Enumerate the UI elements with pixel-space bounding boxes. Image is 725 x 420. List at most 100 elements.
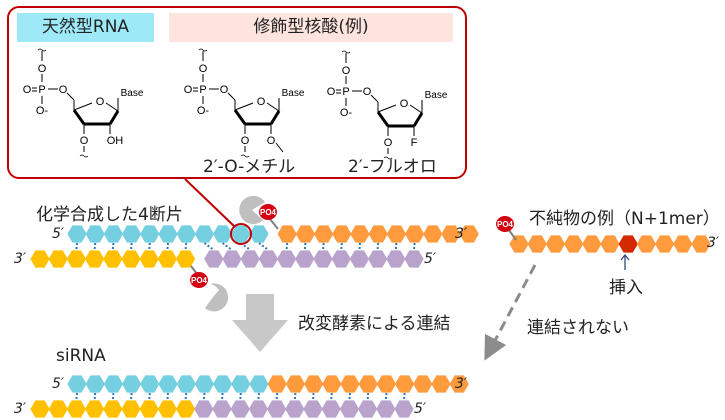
base-label: Base — [121, 88, 144, 99]
fragment-top-nucleotide — [103, 225, 123, 243]
fragment-bottom-nucleotide — [313, 250, 333, 268]
fragment-bottom-nucleotide — [404, 250, 424, 268]
phosphorus-atom: P — [342, 86, 349, 98]
sirna-bottom-nucleotide — [121, 400, 141, 418]
phosphorus-atom: P — [199, 84, 206, 96]
sirna-bottom-nucleotide — [194, 400, 214, 418]
impurity-nucleotide — [527, 235, 547, 253]
base-label: Base — [282, 88, 305, 99]
base-pair-line — [413, 242, 416, 251]
sirna-title: siRNA — [56, 346, 106, 366]
fragment-top-3prime: 3′ — [455, 226, 468, 242]
base-pair-line — [93, 242, 97, 251]
base-pair-line — [166, 392, 169, 401]
base-pair-line — [285, 242, 289, 251]
oxygen-atom: O — [241, 135, 250, 147]
sirna-bottom-nucleotide — [157, 400, 177, 418]
fragment-bottom-nucleotide — [204, 250, 224, 268]
sirna-top-nucleotide — [158, 375, 178, 393]
sirna-top-nucleotide — [140, 375, 160, 393]
fragment-top-nucleotide — [249, 225, 269, 243]
fragment-top-nucleotide — [441, 225, 461, 243]
oxygen-atom: O — [327, 86, 336, 98]
oxygen-atom: O — [80, 135, 89, 147]
impurity-nucleotide — [673, 235, 693, 253]
sirna-bottom-nucleotide — [339, 400, 359, 418]
ligation-label: 改変酵素による連結 — [298, 314, 451, 334]
fragment-bottom-nucleotide — [386, 250, 406, 268]
sirna-bottom-nucleotide — [66, 400, 86, 418]
oxygen-atom: O — [199, 63, 208, 75]
bond — [275, 142, 284, 153]
sirna-top-strand — [67, 375, 469, 393]
fragment-bottom-3prime: 3′ — [14, 251, 27, 267]
fragment-top-nucleotide — [231, 225, 251, 243]
fragment-top-nucleotide — [85, 225, 105, 243]
bond — [105, 102, 119, 112]
fragment-top-nucleotide — [122, 225, 142, 243]
phosphorus-atom: P — [38, 84, 45, 96]
bond — [377, 104, 397, 113]
phosphate-bottom-label: PO4 — [191, 276, 208, 285]
fragment-bottom-nucleotide — [48, 250, 68, 268]
fragment-top-nucleotide — [194, 225, 214, 243]
fragment-top-strand — [67, 225, 479, 243]
fragment-top-nucleotide — [176, 225, 196, 243]
chain-continuation-icon — [383, 156, 393, 160]
sirna-bottom-nucleotide — [285, 400, 305, 418]
hydroxyl-group: OH — [107, 135, 124, 147]
sirna-top-nucleotide — [213, 375, 233, 393]
base-pair-line — [348, 392, 351, 401]
modified-nucleic-acid-header: 修飾型核酸(例) — [169, 13, 453, 42]
chain-continuation-icon — [79, 154, 89, 158]
sirna-top-nucleotide — [340, 375, 360, 393]
base-pair-line — [257, 392, 260, 401]
not-ligated-label: 連結されない — [527, 318, 629, 338]
sirna-top-nucleotide — [176, 375, 196, 393]
sirna-bottom-nucleotide — [358, 400, 378, 418]
base-pair-line — [184, 392, 188, 401]
fragment-top-nucleotide — [295, 225, 315, 243]
sirna-bottom-nucleotide — [103, 400, 123, 418]
fragment-top-nucleotide — [213, 225, 233, 243]
fragment-bottom-nucleotide — [157, 250, 177, 268]
base-pair-line — [111, 392, 115, 401]
impurity-nucleotide — [655, 235, 675, 253]
fragment-top-nucleotide — [423, 225, 443, 243]
sirna-bottom-nucleotide — [139, 400, 159, 418]
base-pair-line — [322, 242, 325, 251]
base-pair-line — [394, 242, 398, 251]
sirna-bottom-nucleotide — [230, 400, 250, 418]
base-pair-line — [130, 392, 133, 401]
fragment-bottom-5prime: 5′ — [424, 251, 437, 267]
ligase-enzyme-icon-bottom — [205, 283, 229, 312]
methoxy-oxygen-atom: O — [267, 135, 276, 147]
impurity-nucleotide — [545, 235, 565, 253]
fragment-bottom-nucleotide — [240, 250, 260, 268]
base-pair-line — [111, 242, 115, 251]
base-pair-line — [358, 242, 361, 251]
base-pair-line — [376, 242, 380, 251]
bond — [227, 92, 236, 101]
base-pair-line — [221, 392, 224, 401]
bond — [66, 92, 75, 101]
inserted-nucleotide — [618, 235, 638, 253]
fragment-top-nucleotide — [350, 225, 370, 243]
sirna-bottom-nucleotide — [321, 400, 341, 418]
base-pair-line — [384, 392, 388, 401]
base-pair-line — [75, 392, 78, 401]
sirna-top-nucleotide — [413, 375, 433, 393]
fragment-top-nucleotide — [140, 225, 160, 243]
highlight-circle — [230, 223, 252, 245]
oxygen-atom: O — [384, 137, 393, 149]
base-pair-line — [130, 242, 133, 251]
chain-continuation-icon — [341, 50, 351, 54]
sirna-bottom-nucleotide — [176, 400, 196, 418]
sirna-top-nucleotide — [249, 375, 269, 393]
fragment-top-nucleotide — [158, 225, 178, 243]
fragment-bottom-strand — [30, 250, 424, 268]
sirna-bottom-nucleotide — [303, 400, 323, 418]
sirna-top-nucleotide — [431, 375, 451, 393]
base-pair-line — [148, 242, 151, 251]
